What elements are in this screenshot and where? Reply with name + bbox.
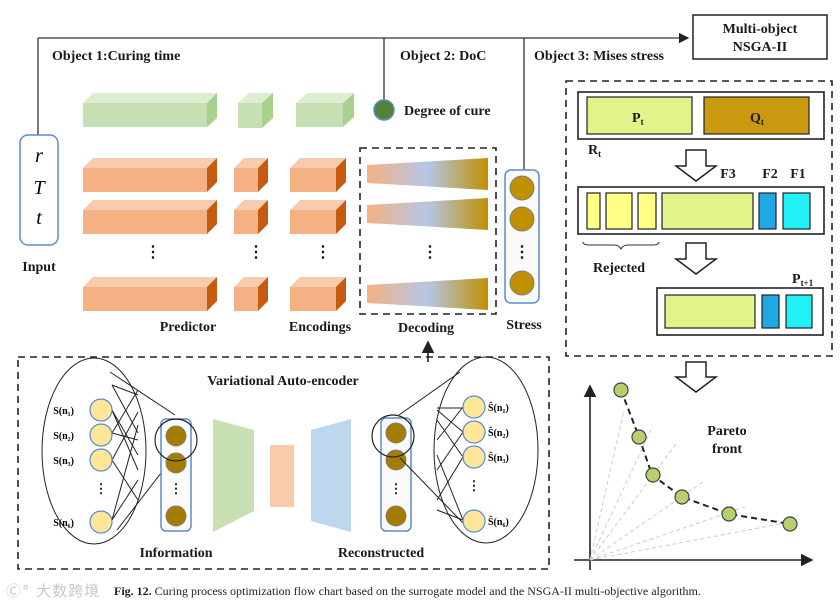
input-var-r: r xyxy=(35,145,43,167)
vae-input-label-3: S(n₃) xyxy=(53,456,74,467)
f3-label: F3 xyxy=(720,167,736,182)
f2-label: F2 xyxy=(762,167,778,182)
caption-text: Curing process optimization flow chart b… xyxy=(154,584,701,598)
orange-block-r0-c1 xyxy=(234,158,268,192)
degree-of-cure-node xyxy=(373,99,395,121)
vae-title: Variational Auto-encoder xyxy=(207,374,359,389)
stress-ellipsis: ⋮ xyxy=(514,244,530,261)
degree-of-cure-label: Degree of cure xyxy=(404,104,491,119)
pareto-point-1 xyxy=(613,382,629,398)
rt-label: Rt xyxy=(588,143,601,159)
qt-label: Qt xyxy=(750,111,764,127)
encodings-label: Encodings xyxy=(289,320,352,335)
vae-input-nodes xyxy=(89,398,113,534)
vae-output-ellipsis: ⋮ xyxy=(468,478,481,493)
f1-label: F1 xyxy=(790,167,806,182)
stress-column xyxy=(504,169,540,304)
vae-latent-shape xyxy=(270,445,294,507)
down-arrow-icon-1 xyxy=(673,149,719,182)
orange-block-r2-c0 xyxy=(83,277,217,311)
orange-block-r0-c0 xyxy=(83,158,217,192)
vae-input-label-1: S(n₁) xyxy=(53,406,74,417)
pareto-point-6 xyxy=(782,516,798,532)
rejected-brace xyxy=(582,241,660,251)
object3-label: Object 3: Mises stress xyxy=(534,49,665,64)
orange-block-r1-c1 xyxy=(234,200,268,234)
rejected-label: Rejected xyxy=(593,261,645,276)
vae-input-label-2: S(n₂) xyxy=(53,431,74,442)
decoding-box xyxy=(359,147,497,315)
watermark-logo-icon: Ⓒ° xyxy=(6,582,31,600)
pareto-label-line1: Pareto xyxy=(707,424,746,439)
information-ellipsis: ⋮ xyxy=(170,481,183,496)
pareto-point-5 xyxy=(721,506,737,522)
green-block-predictor xyxy=(83,93,217,127)
pareto-plot xyxy=(574,382,814,570)
figure-caption: Fig. 12. Curing process optimization flo… xyxy=(114,584,701,599)
encoding1-ellipsis: ⋮ xyxy=(248,244,264,261)
predictor-ellipsis: ⋮ xyxy=(145,244,161,261)
vae-encoder-shape xyxy=(213,419,254,532)
object2-label: Object 2: DoC xyxy=(400,49,486,64)
input-label: Input xyxy=(22,260,56,275)
input-box: r T t xyxy=(19,134,59,246)
objective-connector-lines xyxy=(37,32,690,170)
reconstructed-column xyxy=(371,414,415,532)
watermark-text: 大数跨境 xyxy=(36,582,101,600)
green-block-encoding xyxy=(238,93,273,128)
caption-label: Fig. 12. xyxy=(114,584,152,598)
vae-output-label-2: Ŝ(n₂) xyxy=(488,426,509,439)
down-arrow-icon-2 xyxy=(673,242,719,275)
orange-block-r0-c2 xyxy=(290,158,346,192)
stress-label: Stress xyxy=(506,318,542,333)
pareto-reference-rays xyxy=(589,409,791,561)
sorted-fronts xyxy=(577,186,825,235)
information-label: Information xyxy=(139,546,212,561)
vae-output-nodes xyxy=(462,395,486,533)
input-var-t: t xyxy=(36,207,42,229)
vae-input-ellipsis: ⋮ xyxy=(95,481,108,496)
input-var-T: T xyxy=(33,177,46,199)
decoding-ellipsis: ⋮ xyxy=(422,244,438,261)
predictor-blocks xyxy=(83,158,346,311)
vae-output-label-3: Ŝ(n₃) xyxy=(488,451,509,464)
vae-output-network xyxy=(398,356,539,544)
pt1-label: Pt+1 xyxy=(792,272,814,288)
orange-block-r2-c2 xyxy=(290,277,346,311)
next-population xyxy=(656,287,824,336)
predictor-label: Predictor xyxy=(160,320,217,335)
decoding-label: Decoding xyxy=(398,321,454,336)
rt-population xyxy=(577,91,825,140)
orange-block-r1-c2 xyxy=(290,200,346,234)
green-block-3 xyxy=(296,93,354,127)
vae-decoder-shape xyxy=(311,419,351,532)
nsga-box-line1: Multi-object xyxy=(723,22,798,37)
reconstructed-ellipsis: ⋮ xyxy=(390,481,403,496)
pareto-point-3 xyxy=(645,467,661,483)
nsga-panel xyxy=(565,80,833,357)
encoding2-ellipsis: ⋮ xyxy=(315,244,331,261)
doc-green-blocks xyxy=(83,93,354,128)
pareto-points xyxy=(613,382,798,532)
pareto-label-line2: front xyxy=(712,442,742,457)
down-arrow-icon-3 xyxy=(673,361,719,393)
orange-block-r2-c1 xyxy=(234,277,268,311)
pareto-point-4 xyxy=(674,489,690,505)
vae-output-label-1: Ŝ(n₁) xyxy=(488,401,509,414)
pt-label: Pt xyxy=(632,111,644,127)
nsga-box-line2: NSGA-II xyxy=(733,40,787,55)
watermark: Ⓒ° 大数跨境 xyxy=(6,580,100,601)
vae-input-label-6: S(n₆) xyxy=(53,518,74,529)
nsga-ii-box: Multi-object NSGA-II xyxy=(692,14,828,60)
reconstructed-label: Reconstructed xyxy=(338,546,425,561)
pareto-point-2 xyxy=(631,429,647,445)
vae-box xyxy=(17,356,550,570)
information-column xyxy=(154,418,198,532)
vae-output-label-6: Ŝ(n₆) xyxy=(488,515,509,528)
object1-label: Object 1:Curing time xyxy=(52,49,180,64)
pareto-front-curve xyxy=(620,389,791,525)
orange-block-r1-c0 xyxy=(83,200,217,234)
